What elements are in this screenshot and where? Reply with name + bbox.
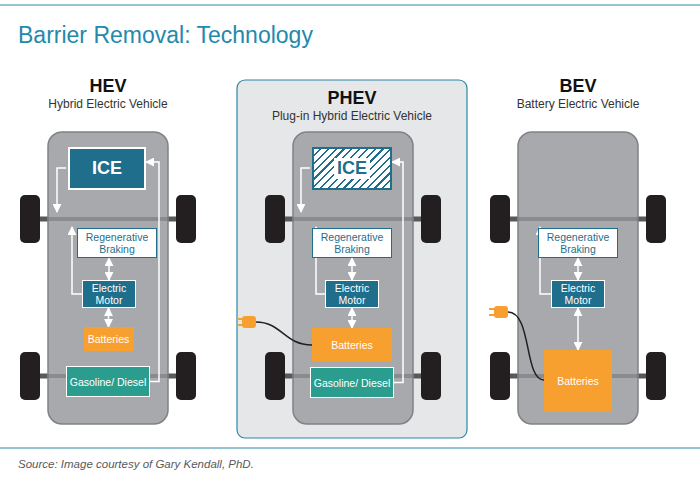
vehicle-heading: BEVBattery Electric Vehicle bbox=[458, 76, 698, 112]
charging-cords bbox=[256, 312, 544, 380]
flow-arrow bbox=[577, 308, 579, 350]
flow-arrow bbox=[392, 162, 403, 382]
vehicle-acronym: BEV bbox=[458, 76, 698, 97]
fuel-box: Gasoline/ Diesel bbox=[66, 366, 150, 397]
vehicle-name: Battery Electric Vehicle bbox=[458, 97, 698, 112]
top-rule bbox=[0, 5, 700, 6]
flow-arrow bbox=[351, 258, 353, 280]
vehicle-name: Hybrid Electric Vehicle bbox=[0, 97, 228, 112]
bottom-rule bbox=[0, 448, 700, 449]
vehicle-body: BEVBattery Electric VehicleRegenerative … bbox=[518, 132, 638, 424]
box-label: Regenerative Braking bbox=[78, 231, 156, 255]
source-caption: Source: Image courtesy of Gary Kendall, … bbox=[18, 458, 254, 470]
vehicle-heading: HEVHybrid Electric Vehicle bbox=[0, 76, 228, 112]
phev-panel-ground bbox=[237, 80, 467, 438]
box-label: ICE bbox=[92, 158, 122, 179]
flow-arrow bbox=[108, 308, 110, 327]
vehicle-name: Plug-in Hybrid Electric Vehicle bbox=[177, 109, 527, 124]
engine-box: ICE bbox=[68, 147, 146, 190]
motor-box: Electric Motor bbox=[82, 280, 136, 308]
fuel-box: Gasoline/ Diesel bbox=[310, 367, 394, 398]
box-label: Gasoline/ Diesel bbox=[70, 376, 146, 388]
box-label: Regenerative Braking bbox=[313, 231, 391, 255]
braking-box: Regenerative Braking bbox=[538, 228, 618, 258]
battery-box: Batteries bbox=[544, 350, 612, 412]
motor-box: Electric Motor bbox=[325, 280, 379, 308]
box-label: Batteries bbox=[557, 375, 598, 387]
braking-box: Regenerative Braking bbox=[77, 228, 157, 258]
plug-icons bbox=[237, 306, 508, 328]
box-label: Electric Motor bbox=[83, 282, 135, 306]
box-label: Electric Motor bbox=[326, 282, 378, 306]
box-label: Electric Motor bbox=[552, 282, 604, 306]
vehicle-acronym: PHEV bbox=[177, 88, 527, 109]
engine-box: ICE bbox=[312, 147, 392, 190]
vehicle-bodies bbox=[48, 132, 638, 424]
motor-box: Electric Motor bbox=[551, 280, 605, 308]
flow-arrow bbox=[577, 258, 579, 280]
vehicle-body: HEVHybrid Electric VehicleICERegenerativ… bbox=[48, 132, 168, 424]
flow-arrow bbox=[108, 258, 110, 280]
flow-arrow bbox=[146, 162, 159, 381]
vehicle-heading: PHEVPlug-in Hybrid Electric Vehicle bbox=[177, 88, 527, 124]
box-label: Batteries bbox=[88, 333, 129, 345]
braking-box: Regenerative Braking bbox=[312, 228, 392, 258]
box-label: Batteries bbox=[331, 339, 372, 351]
box-label: ICE bbox=[334, 158, 370, 179]
chart-title: Barrier Removal: Technology bbox=[18, 22, 313, 49]
vehicle-acronym: HEV bbox=[0, 76, 228, 97]
battery-box: Batteries bbox=[84, 327, 134, 351]
box-label: Gasoline/ Diesel bbox=[314, 377, 390, 389]
box-label: Regenerative Braking bbox=[539, 231, 617, 255]
highlight-panel: PHEVPlug-in Hybrid Electric VehicleICERe… bbox=[237, 80, 467, 438]
battery-box: Batteries bbox=[312, 328, 392, 361]
flow-arrow bbox=[351, 308, 353, 328]
